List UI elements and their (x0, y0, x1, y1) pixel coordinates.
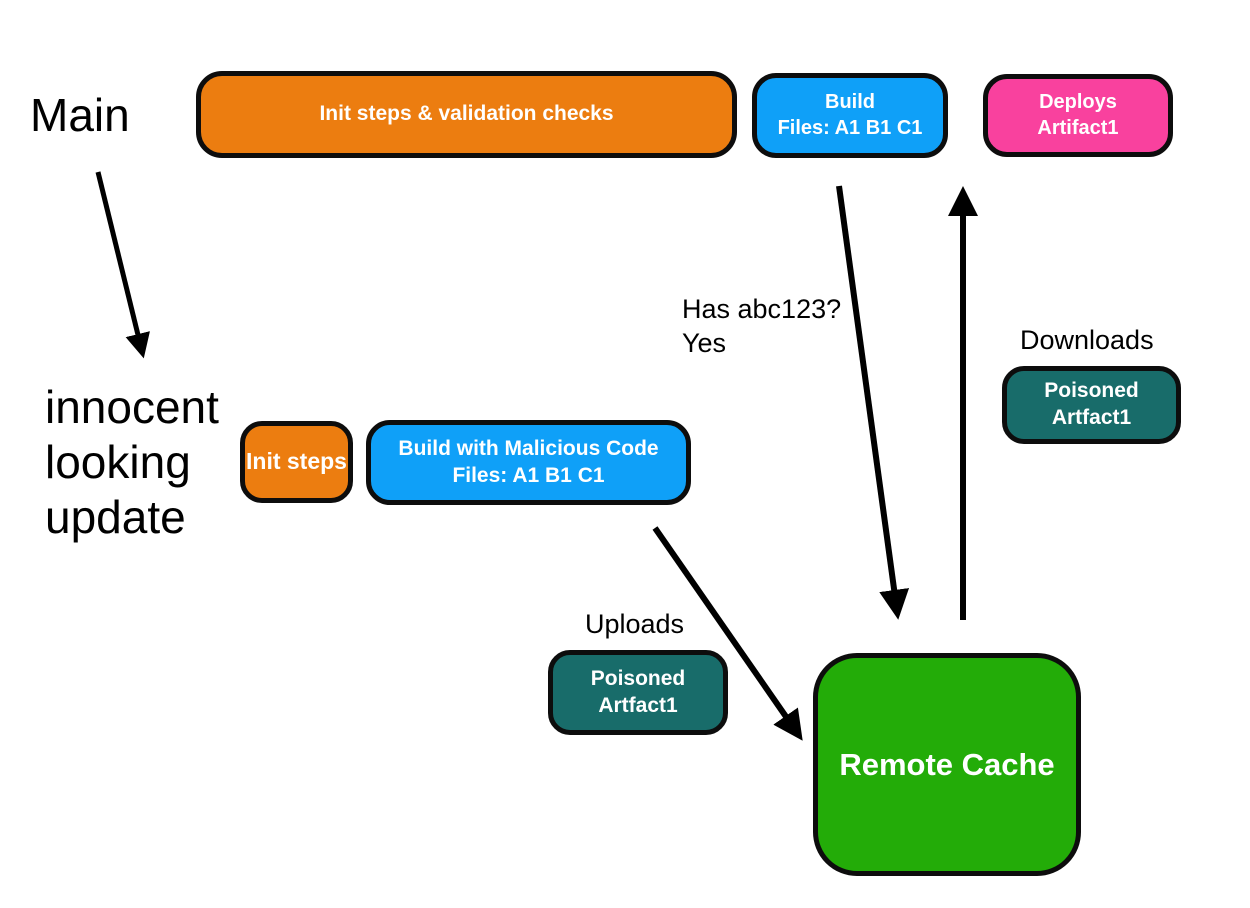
arrow-build-to-cache (836, 185, 910, 620)
node-remote-cache: Remote Cache (813, 653, 1081, 876)
cache-query-label: Has abc123? Yes (682, 292, 841, 360)
node-build-main-line1: Build (825, 91, 875, 114)
cache-query-line1: Has abc123? (682, 294, 842, 324)
innocent-update-label: innocent looking update (45, 380, 219, 545)
node-build-malicious: Build with Malicious Code Files: A1 B1 C… (366, 420, 691, 505)
uploads-label: Uploads (585, 609, 685, 639)
node-poisoned-download-line1: Poisoned (1044, 379, 1139, 403)
node-deploy-artifact-line2: Artifact1 (1037, 116, 1119, 139)
innocent-update-line2: looking (45, 436, 191, 488)
cache-query-line2: Yes (682, 328, 727, 358)
node-init-steps: Init steps (240, 421, 353, 503)
downloads-label: Downloads (1020, 325, 1154, 355)
node-init-validation-checks: Init steps & validation checks (196, 71, 737, 158)
node-deploy-artifact: Deploys Artifact1 (983, 74, 1173, 157)
main-branch-label: Main (30, 89, 130, 141)
node-init-steps-text: Init steps (246, 448, 347, 475)
node-init-validation-text: Init steps & validation checks (319, 102, 614, 126)
node-build-main: Build Files: A1 B1 C1 (752, 73, 948, 158)
node-poisoned-artifact-download: Poisoned Artfact1 (1002, 366, 1181, 444)
node-poisoned-upload-line1: Poisoned (590, 666, 686, 690)
arrow-malicious-build-to-cache (652, 526, 803, 741)
innocent-update-line1: innocent (45, 381, 219, 433)
node-remote-cache-text: Remote Cache (839, 746, 1055, 782)
node-poisoned-download-line2: Artfact1 (1051, 406, 1132, 429)
arrow-main-to-update (95, 171, 150, 359)
node-poisoned-artifact-upload: Poisoned Artfact1 (548, 650, 728, 735)
innocent-update-line3: update (45, 491, 186, 543)
node-poisoned-upload-line2: Artfact1 (598, 693, 678, 717)
node-build-main-line2: Files: A1 B1 C1 (777, 116, 923, 139)
node-build-malicious-line2: Files: A1 B1 C1 (452, 463, 605, 487)
node-deploy-artifact-line1: Deploys (1039, 91, 1117, 114)
node-build-malicious-line1: Build with Malicious Code (398, 436, 659, 460)
